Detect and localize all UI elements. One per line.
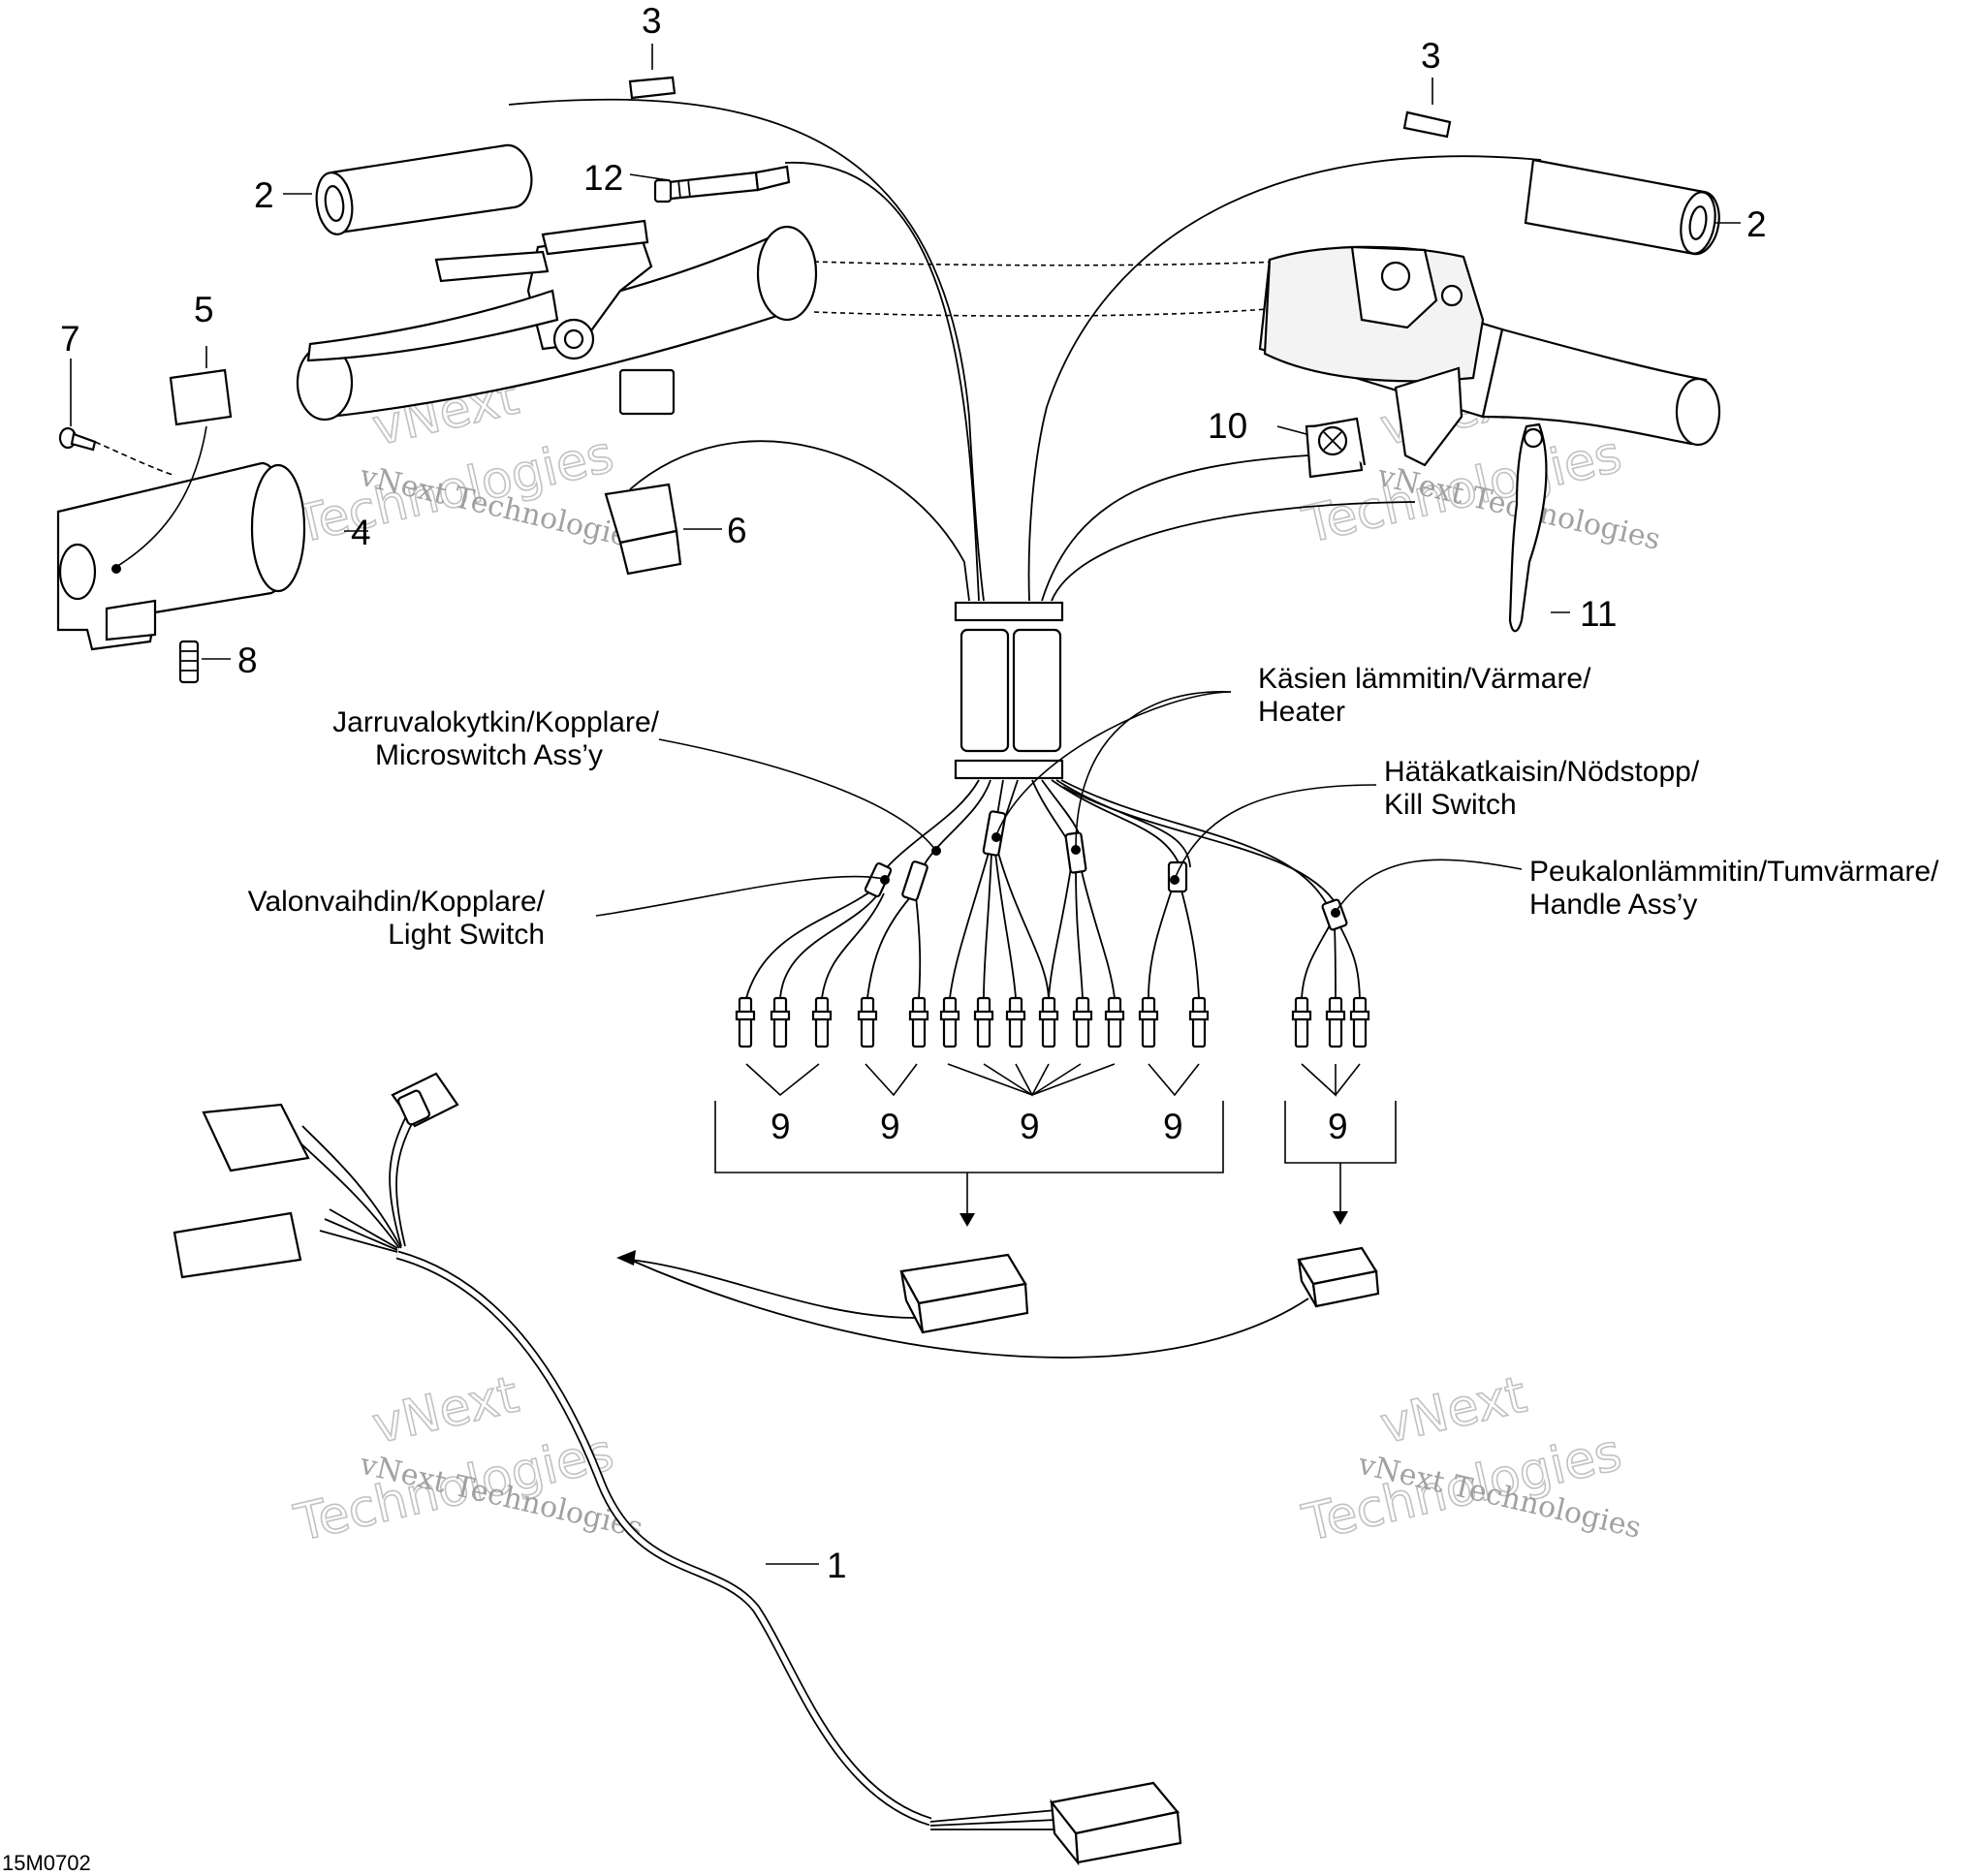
label-kill-line1: Hätäkatkaisin/Nödstopp/ xyxy=(1384,756,1700,788)
label-light-switch: Valonvaihdin/Kopplare/ Light Switch xyxy=(248,886,546,951)
callout-9-d: 9 xyxy=(1163,1107,1183,1146)
callout-6: 6 xyxy=(727,511,747,550)
terminal xyxy=(735,996,756,1048)
label-kill-switch: Hätäkatkaisin/Nödstopp/ Kill Switch xyxy=(1384,756,1700,821)
callout-8: 8 xyxy=(237,641,258,680)
callout-12: 12 xyxy=(583,158,623,198)
connector-housing-large xyxy=(899,1253,1029,1334)
callout-2-right: 2 xyxy=(1746,204,1767,244)
branch-wires xyxy=(745,779,1361,999)
callout-3-right: 3 xyxy=(1421,36,1441,76)
callout-1: 1 xyxy=(827,1546,847,1585)
cover-5 xyxy=(169,368,233,426)
cable-fitting-12 xyxy=(653,165,791,203)
label-light-line2: Light Switch xyxy=(388,919,545,951)
callout-3-left: 3 xyxy=(642,1,662,41)
terminal xyxy=(908,996,929,1048)
central-bundle xyxy=(954,601,1064,780)
label-kill-line2: Kill Switch xyxy=(1384,789,1517,821)
left-housing-4 xyxy=(56,461,306,651)
left-insert-3 xyxy=(628,76,676,100)
label-heater-line2: Heater xyxy=(1258,696,1345,728)
push-button-6 xyxy=(604,483,682,576)
terminals-9 xyxy=(735,996,1370,1048)
right-grip-2 xyxy=(1524,158,1720,256)
screw-7 xyxy=(58,426,97,452)
main-harness-1 xyxy=(173,1072,1182,1866)
callout-9-c: 9 xyxy=(1020,1107,1040,1146)
switch-10 xyxy=(1305,417,1367,479)
callout-9-a: 9 xyxy=(771,1107,791,1146)
terminal xyxy=(1349,996,1370,1048)
terminal xyxy=(811,996,833,1048)
callout-leaders xyxy=(70,44,1741,1565)
terminal xyxy=(770,996,791,1048)
terminal xyxy=(973,996,994,1048)
connector-housing-small xyxy=(1297,1246,1380,1308)
terminal xyxy=(1005,996,1026,1048)
watermark-text: Technologies xyxy=(1297,1423,1626,1553)
terminal xyxy=(1291,996,1312,1048)
callout-10: 10 xyxy=(1208,406,1247,446)
callout-2-left: 2 xyxy=(254,175,274,215)
terminal xyxy=(857,996,878,1048)
terminal xyxy=(1325,996,1346,1048)
terminal xyxy=(1104,996,1125,1048)
label-brake-line1: Jarruvalokytkin/Kopplare/ xyxy=(332,706,659,738)
left-handlebar-assembly xyxy=(296,219,818,422)
label-heater: Käsien lämmitin/Värmare/ Heater xyxy=(1258,663,1591,728)
callout-4: 4 xyxy=(351,513,371,552)
label-thumb-line1: Peukalonlämmitin/Tumvärmare/ xyxy=(1529,856,1939,888)
terminal xyxy=(1138,996,1159,1048)
callout-7: 7 xyxy=(60,319,80,359)
diagram-code: 15M0702 xyxy=(2,1851,91,1875)
upper-wires xyxy=(508,98,1542,602)
callout-5: 5 xyxy=(194,290,214,329)
terminal xyxy=(1072,996,1093,1048)
watermark-text: vNext xyxy=(1375,1366,1532,1456)
callout-11: 11 xyxy=(1580,594,1617,634)
watermark-text: vNext xyxy=(367,1366,524,1456)
left-grip-2 xyxy=(315,143,533,235)
right-insert-3 xyxy=(1402,110,1452,139)
terminal xyxy=(939,996,960,1048)
callout-9-e: 9 xyxy=(1328,1107,1348,1146)
label-brake-switch: Jarruvalokytkin/Kopplare/ Microswitch As… xyxy=(332,706,659,771)
label-brake-line2: Microswitch Ass’y xyxy=(375,739,603,771)
label-thumb-line2: Handle Ass’y xyxy=(1529,889,1697,921)
callout-9-b: 9 xyxy=(880,1107,900,1146)
label-light-line1: Valonvaihdin/Kopplare/ xyxy=(248,886,546,918)
watermark-text: Technologies xyxy=(289,1423,618,1553)
label-leaders xyxy=(595,691,1523,918)
handlebar-dashed xyxy=(813,261,1280,317)
callout-numbers: 3 3 2 2 12 5 7 4 6 8 10 11 1 9 9 9 9 9 xyxy=(60,1,1767,1585)
branch-sleeves xyxy=(864,810,1348,931)
label-thumb-heater: Peukalonlämmitin/Tumvärmare/ Handle Ass’… xyxy=(1529,856,1939,921)
set-screw-8 xyxy=(178,640,200,684)
right-handlebar-assembly xyxy=(1258,245,1721,467)
grouping-brackets xyxy=(714,1101,1397,1227)
throttle-lever-11 xyxy=(1508,422,1548,633)
terminal xyxy=(1038,996,1059,1048)
terminal-pointers xyxy=(745,1063,1361,1097)
label-heater-line1: Käsien lämmitin/Värmare/ xyxy=(1258,663,1591,695)
return-arrows xyxy=(616,1250,1309,1359)
terminal xyxy=(1188,996,1210,1048)
